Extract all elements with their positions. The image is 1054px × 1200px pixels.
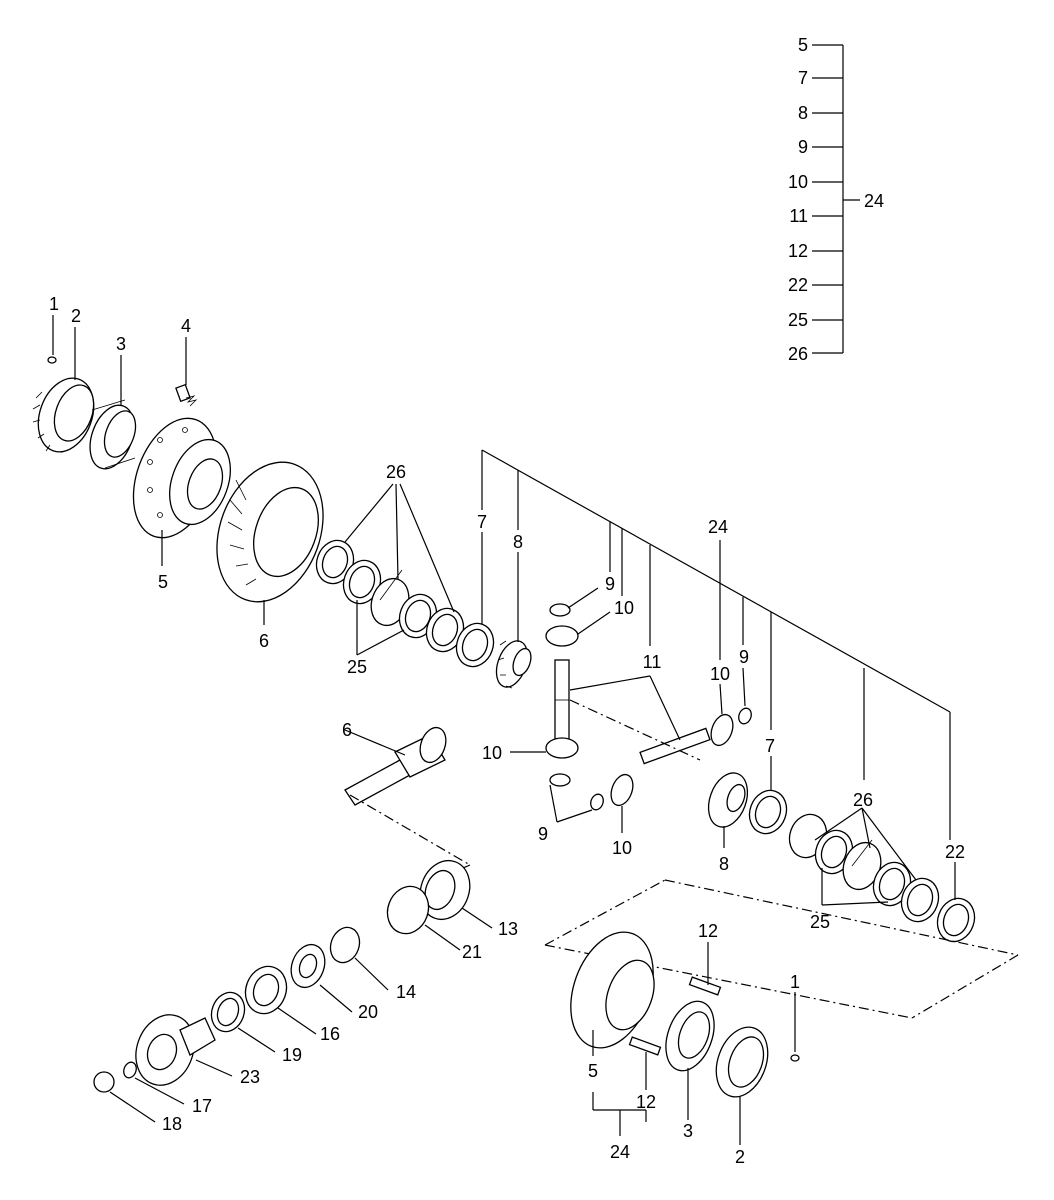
callout-16: 16: [320, 1024, 340, 1044]
callout-7b: 7: [765, 736, 775, 756]
legend-kit-label: 24: [864, 191, 884, 211]
screw-part-icon: [47, 356, 57, 364]
bolt-part-icon: [175, 383, 198, 407]
callout-12a: 12: [698, 921, 718, 941]
legend-item-1: 7: [798, 68, 808, 88]
callout-8: 8: [513, 532, 523, 552]
thrust-washer-top-icon: [549, 603, 571, 617]
callout-6: 6: [259, 631, 269, 651]
diff-internals: [545, 603, 976, 943]
upper-left-parts: [32, 356, 532, 689]
legend-item-8: 25: [788, 310, 808, 330]
callout-24-mid: 24: [708, 517, 728, 537]
callout-25-right: 25: [810, 912, 830, 932]
callout-10c: 10: [482, 743, 502, 763]
pinion-gear-top-icon: [545, 625, 579, 647]
callout-6-pinion: 6: [342, 720, 352, 740]
callout-10a: 10: [614, 598, 634, 618]
shim-washers-part-icon: [315, 539, 495, 668]
callout-21: 21: [462, 942, 482, 962]
callout-2: 2: [71, 306, 81, 326]
leaders-center: [510, 540, 956, 906]
leaders-upper-left: [52, 315, 519, 656]
callout-19: 19: [282, 1045, 302, 1065]
callouts: 1 2 3 4 5 6 26 25 7 8 9 10 11 24 10 9 7 …: [49, 294, 965, 1167]
callout-1-right: 1: [790, 972, 800, 992]
callout-9a: 9: [605, 574, 615, 594]
legend-item-9: 26: [788, 344, 808, 364]
legend-item-5: 11: [789, 206, 808, 226]
drive-pinion-part-icon: [344, 726, 447, 806]
callout-20: 20: [358, 1002, 378, 1022]
legend-item-7: 22: [788, 275, 808, 295]
callout-5: 5: [158, 572, 168, 592]
diff-housing-part-icon: [132, 417, 231, 539]
callout-26-top: 26: [386, 462, 406, 482]
legend-item-3: 9: [798, 137, 808, 157]
adjusting-ring-part-icon: [32, 377, 95, 453]
callout-2-right: 2: [735, 1147, 745, 1167]
pinion-gear-bottom-icon: [545, 737, 579, 759]
kit-bracket-lines: [481, 449, 951, 840]
callout-26-right: 26: [853, 790, 873, 810]
callout-12b: 12: [636, 1092, 656, 1112]
side-gear-part-icon: [495, 640, 532, 689]
legend-item-2: 8: [798, 103, 808, 123]
shaft-icon: [639, 727, 711, 765]
callout-4: 4: [181, 316, 191, 336]
callout-22: 22: [945, 842, 965, 862]
bolt-lower-icon: [628, 1036, 662, 1056]
snap-ring-icon: [386, 885, 430, 935]
legend-item-4: 10: [788, 172, 808, 192]
callout-14: 14: [396, 982, 416, 1002]
legend-item-0: 5: [798, 35, 808, 55]
flange-nut-icon: [93, 1071, 115, 1093]
callout-7: 7: [477, 512, 487, 532]
callout-3-right: 3: [683, 1121, 693, 1141]
callout-1: 1: [49, 294, 59, 314]
callout-23: 23: [240, 1067, 260, 1087]
callout-3: 3: [116, 334, 126, 354]
thrust-washer-bottom-icon: [549, 773, 571, 787]
callout-8b: 8: [719, 854, 729, 874]
callout-24-bottom: 24: [610, 1142, 630, 1162]
callout-18: 18: [162, 1114, 182, 1134]
leaders-lower-left: [109, 907, 493, 1123]
leaders-lower-right: [592, 942, 796, 1145]
callout-17: 17: [192, 1096, 212, 1116]
kit-legend: 5 7 8 9 10 11 12 22 25 26 24: [788, 35, 884, 364]
ring-gear-part-icon: [216, 461, 324, 603]
taper-bearing-part-icon: [89, 399, 137, 470]
callout-13: 13: [498, 919, 518, 939]
callout-10b: 10: [710, 664, 730, 684]
lower-left-parts: [93, 859, 471, 1093]
callout-10d: 10: [612, 838, 632, 858]
lower-right-parts: [570, 931, 800, 1098]
callout-9c: 9: [538, 824, 548, 844]
callout-11: 11: [643, 652, 662, 672]
callout-25-top: 25: [347, 657, 367, 677]
callout-9b: 9: [739, 647, 749, 667]
screw-right-icon: [790, 1054, 800, 1062]
legend-item-6: 12: [788, 241, 808, 261]
callout-5-right: 5: [588, 1061, 598, 1081]
bolt-upper-icon: [688, 976, 722, 996]
spacer-sleeve-icon: [329, 926, 361, 964]
